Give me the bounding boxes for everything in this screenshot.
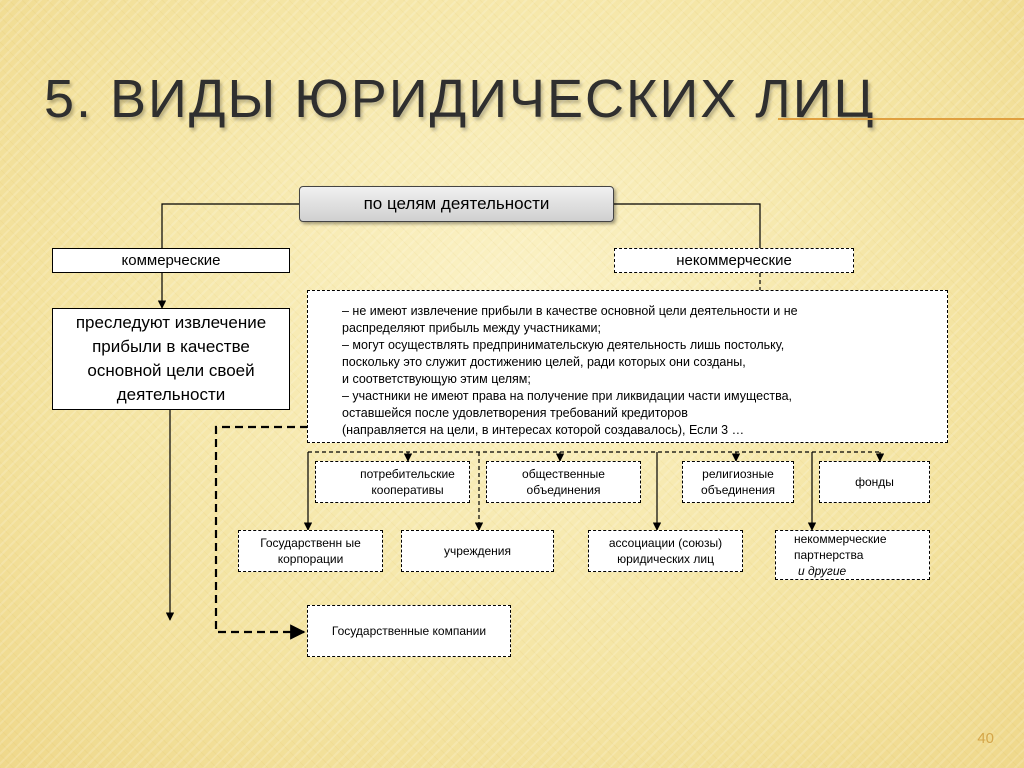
- institutions-box: учреждения: [401, 530, 554, 572]
- nonprofit-partnerships-label: некоммерческие партнерства: [794, 532, 887, 562]
- state-companies-dashed-arrow: [214, 425, 308, 640]
- desc-line: – не имеют извлечение прибыли в качестве…: [342, 304, 798, 318]
- state-corporations-box: Государственн ые корпорации: [238, 530, 383, 572]
- religious-associations-box: религиозные объединения: [682, 461, 794, 503]
- funds-box: фонды: [819, 461, 930, 503]
- root-to-commercial-line: [161, 203, 299, 248]
- desc-line: поскольку это служит достижению целей, р…: [342, 355, 746, 369]
- noncommercial-box: некоммерческие: [614, 248, 854, 273]
- state-companies-box: Государственные компании: [307, 605, 511, 657]
- root-box-by-purpose: по целям деятельности: [299, 186, 614, 222]
- consumer-coops-box: потребительские кооперативы: [315, 461, 470, 503]
- commercial-box: коммерческие: [52, 248, 290, 273]
- desc-line: распределяют прибыль между участниками;: [342, 321, 601, 335]
- page-number: 40: [977, 730, 994, 747]
- desc-line: (направляется на цели, в интересах котор…: [342, 423, 745, 437]
- slide-title: 5. ВИДЫ ЮРИДИЧЕСКИХ ЛИЦ: [44, 69, 876, 129]
- root-to-noncommercial-line: [614, 203, 761, 248]
- desc-line: оставшейся после удовлетворения требован…: [342, 406, 688, 420]
- title-accent-line: [778, 118, 1024, 120]
- desc-line: – участники не имеют права на получение …: [342, 389, 793, 403]
- noncommercial-description-box: – не имеют извлечение прибыли в качестве…: [307, 290, 948, 443]
- commercial-description-box: преследуют извлечение прибыли в качестве…: [52, 308, 290, 410]
- and-others-label: и другие: [798, 564, 847, 578]
- public-associations-box: общественные объединения: [486, 461, 641, 503]
- nonprofit-partnerships-box: некоммерческие партнерства и другие: [775, 530, 930, 580]
- desc-line: и соответствующую этим целям;: [342, 372, 531, 386]
- desc-line: – могут осуществлять предпринимательскую…: [342, 338, 785, 352]
- associations-unions-box: ассоциации (союзы) юридических лиц: [588, 530, 743, 572]
